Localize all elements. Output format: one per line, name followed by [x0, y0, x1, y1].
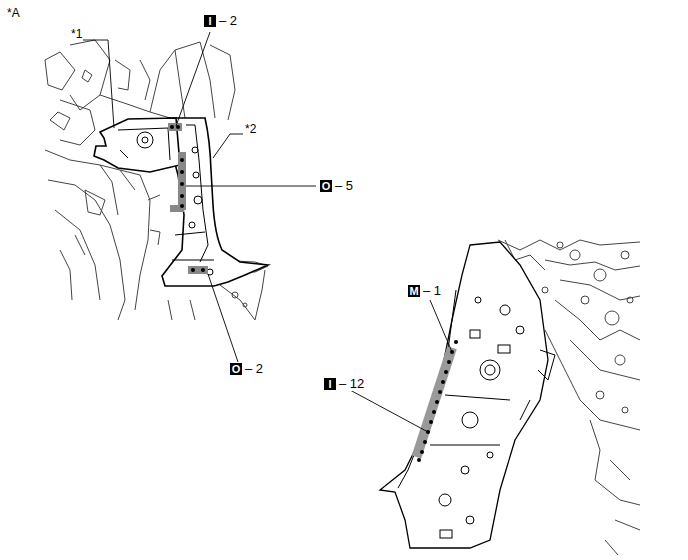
weld-area	[170, 205, 184, 212]
weld-points	[170, 125, 205, 272]
callout-symbol: O– 2	[230, 362, 264, 376]
callout-letter: M	[408, 285, 420, 297]
right-pillar-edge	[398, 290, 555, 488]
part-label: *A	[6, 6, 21, 20]
callout-number: – 2	[244, 362, 264, 376]
bracket-detail	[118, 128, 170, 160]
background-structure	[45, 40, 268, 320]
callout-letter: I	[204, 15, 216, 27]
callout-number: – 12	[338, 377, 365, 391]
weld-area	[168, 123, 182, 131]
hole	[193, 172, 199, 178]
callout-symbol: M– 1	[408, 284, 442, 298]
weld-points	[417, 340, 458, 462]
weld-area	[412, 346, 457, 458]
callout-number: – 1	[422, 284, 442, 298]
leader-lines	[83, 32, 452, 432]
hole	[142, 137, 148, 143]
part-label: *2	[244, 122, 257, 136]
right-pillar	[380, 242, 548, 548]
callout-symbol: I– 2	[204, 14, 238, 28]
hole	[194, 196, 202, 204]
right-pillar-holes	[430, 297, 524, 538]
hole	[137, 132, 153, 148]
callout-number: – 2	[218, 14, 238, 28]
hole	[192, 147, 198, 153]
hole	[189, 222, 195, 228]
callout-letter: O	[320, 180, 332, 192]
weld-area	[178, 152, 186, 210]
weld-area	[188, 266, 208, 274]
part-label: *1	[70, 27, 83, 41]
callout-letter: O	[230, 363, 242, 375]
callout-symbol: I– 12	[324, 377, 365, 391]
callout-symbol: O– 5	[320, 179, 354, 193]
callout-number: – 5	[334, 179, 354, 193]
callout-letter: I	[324, 378, 336, 390]
bracket-part	[94, 118, 180, 172]
